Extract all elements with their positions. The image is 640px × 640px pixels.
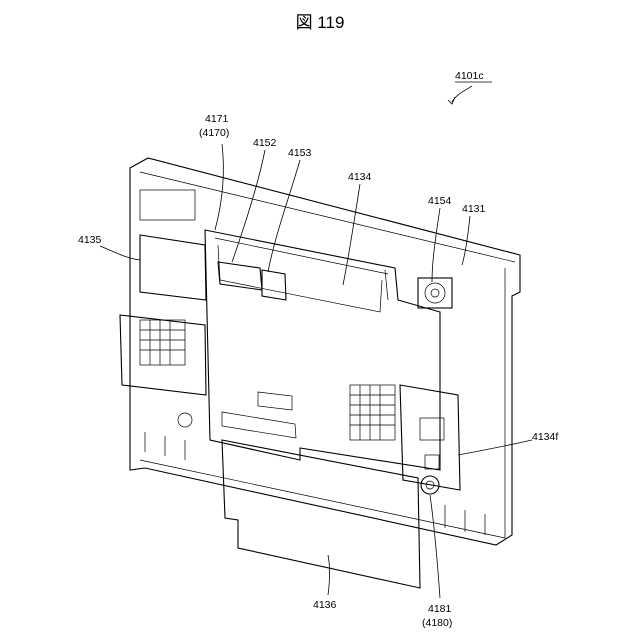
fan-unit-4154 bbox=[418, 278, 452, 308]
label-plate bbox=[258, 392, 292, 410]
ref-label-4171: 4171 bbox=[205, 113, 229, 125]
bracket-4134f bbox=[400, 385, 460, 490]
vent-grid-left bbox=[140, 320, 185, 365]
left-bracket-4135 bbox=[120, 190, 206, 427]
vent-grid-right bbox=[350, 385, 395, 440]
ref-label-4131: 4131 bbox=[462, 203, 486, 215]
ref-label-4180: (4180) bbox=[422, 617, 452, 629]
ref-label-4154: 4154 bbox=[428, 195, 452, 207]
outer-frame bbox=[130, 158, 520, 545]
ref-label-4152: 4152 bbox=[253, 137, 277, 149]
ref-label-4170: (4170) bbox=[199, 127, 229, 139]
ref-label-4134f: 4134f bbox=[532, 431, 558, 443]
component-4152 bbox=[218, 262, 262, 290]
ref-label-4134: 4134 bbox=[348, 171, 372, 183]
main-board-plate bbox=[205, 230, 440, 470]
ref-label-4153: 4153 bbox=[288, 147, 312, 159]
ref-label-4136: 4136 bbox=[313, 599, 337, 611]
component-4153 bbox=[262, 270, 286, 300]
ref-label-4181: 4181 bbox=[428, 603, 452, 615]
connector-strip bbox=[222, 412, 296, 438]
ref-label-4135: 4135 bbox=[78, 234, 102, 246]
ref-label-4101c: 4101c bbox=[455, 70, 484, 82]
